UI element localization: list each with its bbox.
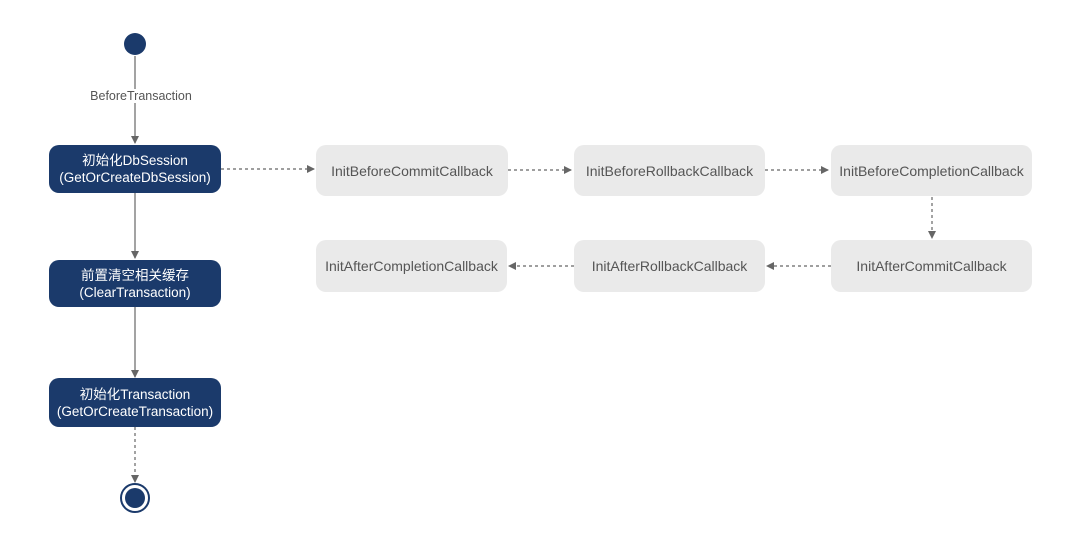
callback-init-after-completion: InitAfterCompletionCallback	[316, 240, 507, 292]
step-clear-cache: 前置清空相关缓存 (ClearTransaction)	[49, 260, 221, 307]
end-node-inner	[125, 488, 145, 508]
step-clear-cache-title: 前置清空相关缓存	[81, 267, 189, 283]
callback-init-after-commit: InitAfterCommitCallback	[831, 240, 1032, 292]
step-clear-cache-method: (ClearTransaction)	[79, 284, 191, 300]
step-init-transaction-method: (GetOrCreateTransaction)	[56, 403, 214, 419]
start-node	[124, 33, 146, 55]
step-init-transaction-title: 初始化Transaction	[79, 386, 191, 402]
callback-init-before-completion: InitBeforeCompletionCallback	[831, 145, 1032, 196]
step-init-dbsession-method: (GetOrCreateDbSession)	[59, 170, 211, 185]
callback-init-after-rollback: InitAfterRollbackCallback	[574, 240, 765, 292]
step-init-dbsession-title: 初始化DbSession	[82, 153, 188, 168]
step-init-transaction: 初始化Transaction (GetOrCreateTransaction)	[49, 378, 221, 427]
callback-init-before-rollback: InitBeforeRollbackCallback	[574, 145, 765, 196]
callback-init-before-commit: InitBeforeCommitCallback	[316, 145, 508, 196]
edge-label-before-transaction: BeforeTransaction	[87, 89, 195, 103]
step-init-dbsession: 初始化DbSession (GetOrCreateDbSession)	[49, 145, 221, 193]
end-node	[120, 483, 150, 513]
